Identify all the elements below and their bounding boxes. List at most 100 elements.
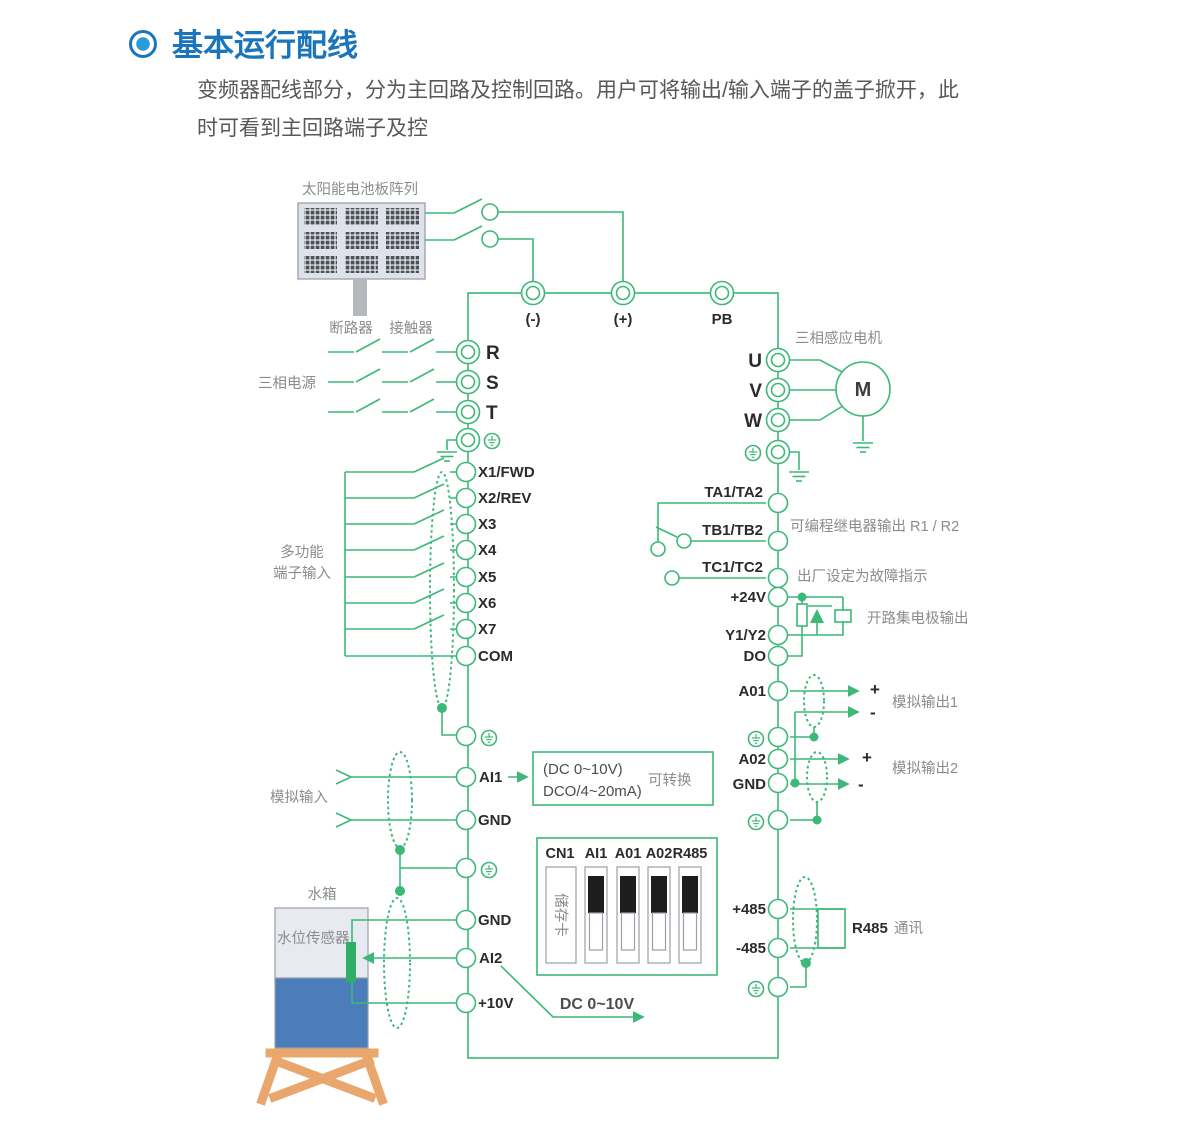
multifunction-input-wires <box>344 457 457 736</box>
jumper-header-ai1: AI1 <box>585 846 608 862</box>
tank-label: 水箱 <box>308 886 337 903</box>
label-a01: A01 <box>738 683 766 700</box>
label-485n: -485 <box>736 940 766 957</box>
jumper-header-a02: A02 <box>646 846 673 862</box>
terminal-485p <box>767 898 789 920</box>
jumper-r485 <box>678 866 702 964</box>
rs485-wires <box>790 876 846 988</box>
terminal-ground-output <box>765 439 791 465</box>
shield-ellipse-sensor <box>383 897 411 1029</box>
terminal-x7 <box>455 618 477 640</box>
label-minus-terminal: (-) <box>526 311 541 328</box>
label-x5: X5 <box>478 569 496 586</box>
label-gnd-sensor: GND <box>478 912 512 929</box>
analog-input-wires <box>335 751 457 896</box>
label-plus-terminal: (+) <box>614 311 633 328</box>
aout2-minus: - <box>858 775 864 794</box>
storage-card-label: 储存卡 <box>552 893 569 937</box>
shield-ellipse-rs485 <box>792 876 818 964</box>
terminal-485n <box>767 937 789 959</box>
solar-dc-wires <box>425 198 624 282</box>
three-phase-power-label: 三相电源 <box>258 375 316 392</box>
relay-output-wires <box>650 502 766 586</box>
multifunction-label-line2: 端子输入 <box>273 565 331 582</box>
label-v: V <box>749 381 762 402</box>
terminal-v <box>765 377 791 403</box>
terminal-r <box>455 339 481 365</box>
transistor-icon <box>810 609 824 623</box>
analog-output1-wires <box>790 674 860 783</box>
terminal-a01 <box>767 680 789 702</box>
shield-ellipse-analog-in <box>387 751 413 849</box>
load-resistor <box>834 609 852 623</box>
terminal-a02 <box>767 748 789 770</box>
aout2-plus: + <box>862 748 872 767</box>
label-x4: X4 <box>478 542 497 559</box>
breaker-label: 断路器 <box>329 320 373 337</box>
label-w: W <box>744 411 762 432</box>
factory-fault-label: 出厂设定为故障指示 <box>797 567 928 585</box>
open-collector-circuit <box>787 592 852 657</box>
terminal-ta <box>767 492 789 514</box>
terminal-t <box>455 399 481 425</box>
terminal-x2 <box>455 487 477 509</box>
relay-output-label: 可编程继电器输出 R1 / R2 <box>790 518 959 535</box>
rs485-label: R485 <box>852 920 888 937</box>
solar-pole <box>353 279 367 316</box>
terminal-x6 <box>455 592 477 614</box>
terminal-com <box>455 645 477 667</box>
analog-input-label: 模拟输入 <box>270 789 328 806</box>
intro-paragraph-line2: 时可看到主回路端子及控 <box>197 117 428 140</box>
pe-ground-icon-shield4 <box>747 813 765 831</box>
solar-array-label: 太阳能电池板阵列 <box>302 180 418 198</box>
terminal-ground-input <box>455 427 481 453</box>
terminal-tb <box>767 530 789 552</box>
label-s: S <box>486 373 499 394</box>
jumper-ai1 <box>584 866 608 964</box>
page-title: 基本运行配线 <box>172 28 358 63</box>
label-r: R <box>486 343 500 364</box>
shield-ellipse-digital <box>429 471 455 709</box>
output-ground <box>788 451 810 482</box>
level-sensor-probe <box>346 942 356 982</box>
terminal-minus <box>520 280 546 306</box>
terminal-24v <box>767 586 789 608</box>
rs485-device-box <box>817 908 846 949</box>
label-x2: X2/REV <box>478 490 531 507</box>
terminal-pb <box>709 280 735 306</box>
terminal-ai2 <box>455 947 477 969</box>
label-gnd-left: GND <box>478 812 512 829</box>
terminal-shield-ground1 <box>455 725 477 747</box>
pe-ground-icon-output <box>744 444 762 462</box>
pe-ground-icon-input <box>483 432 501 450</box>
tank-stand <box>256 1048 388 1106</box>
terminal-s <box>455 369 481 395</box>
label-x7: X7 <box>478 621 496 638</box>
convertible-label: 可转换 <box>648 772 692 789</box>
label-a02: A02 <box>738 751 766 768</box>
pe-ground-icon-shield1 <box>480 729 498 747</box>
terminal-gnd-sensor <box>455 909 477 931</box>
cn1-card-slot <box>545 866 577 964</box>
terminal-shield-ground5 <box>767 976 789 998</box>
three-phase-input-wires <box>328 338 456 413</box>
contactor-label: 接触器 <box>389 320 433 337</box>
terminal-w <box>765 407 791 433</box>
dc-switch-plus <box>481 203 499 221</box>
label-x3: X3 <box>478 516 496 533</box>
aout1-minus: - <box>870 703 876 722</box>
ai1-range-line2: DCO/4~20mA) <box>543 783 642 800</box>
motor-wires <box>790 359 874 453</box>
label-y1y2: Y1/Y2 <box>725 627 766 644</box>
terminal-gnd-right <box>767 772 789 794</box>
jumper-header-a01: A01 <box>615 846 642 862</box>
label-com: COM <box>478 648 513 665</box>
motor-circle <box>835 361 891 417</box>
label-x6: X6 <box>478 595 496 612</box>
label-tc: TC1/TC2 <box>702 559 763 576</box>
terminal-do <box>767 645 789 667</box>
terminal-ai1 <box>455 766 477 788</box>
label-10v: +10V <box>478 995 513 1012</box>
terminal-gnd-left <box>455 809 477 831</box>
